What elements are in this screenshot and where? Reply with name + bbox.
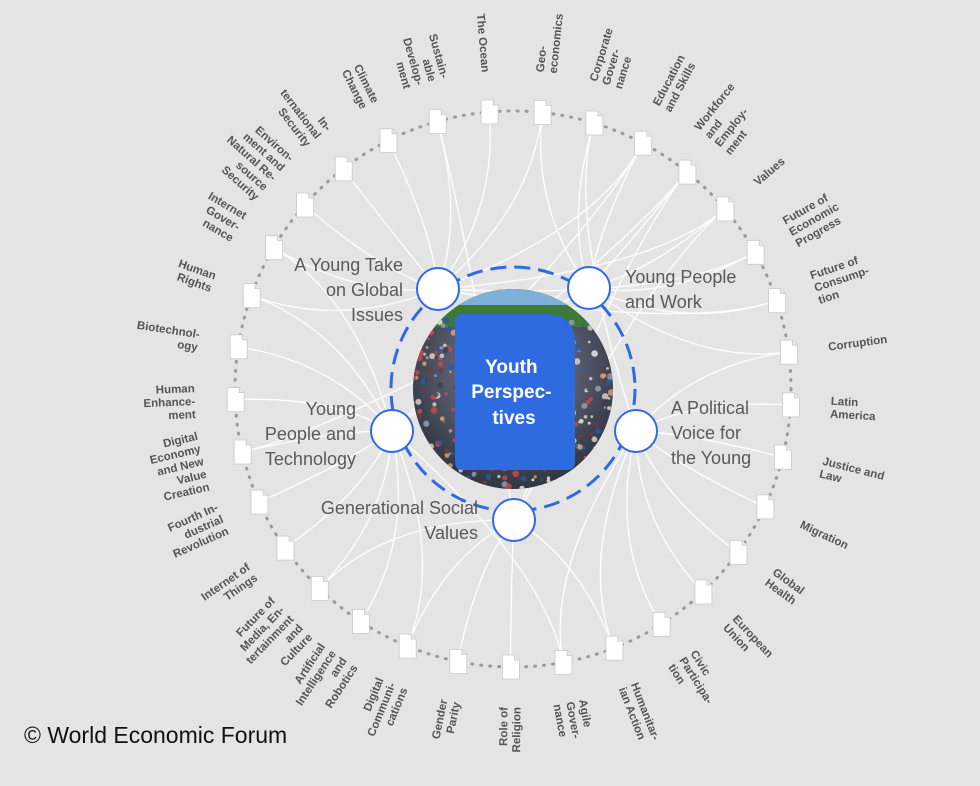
topic-node-icon[interactable] xyxy=(653,612,670,636)
topic-label-line: Values xyxy=(752,156,788,189)
topic-node-icon[interactable] xyxy=(717,197,734,221)
topic-link xyxy=(514,520,614,648)
topic-node-icon[interactable] xyxy=(555,651,572,675)
topic-label[interactable]: CivicParticipa-tion xyxy=(665,649,725,714)
topic-node-icon[interactable] xyxy=(380,129,397,153)
topic-node-icon[interactable] xyxy=(251,490,268,514)
topic-label[interactable]: Environ-ment andNatural Re-sourceSecurit… xyxy=(207,115,296,204)
topic-label[interactable]: Values xyxy=(752,156,788,189)
topic-node-icon[interactable] xyxy=(481,100,498,124)
topic-node-icon[interactable] xyxy=(399,634,416,658)
topic-label-line: Corruption xyxy=(828,334,888,354)
topic-label[interactable]: HumanEnhance-ment xyxy=(143,383,196,423)
topic-node-icon[interactable] xyxy=(353,609,370,633)
topic-node-icon[interactable] xyxy=(243,284,260,308)
topic-label-line: Role of xyxy=(498,707,510,746)
topic-node-icon[interactable] xyxy=(635,131,652,155)
topic-node-icon[interactable] xyxy=(781,340,798,364)
topic-node-icon[interactable] xyxy=(429,110,446,134)
topic-node-icon[interactable] xyxy=(227,388,244,412)
topic-node-icon[interactable] xyxy=(335,157,352,181)
key-issue-node-social[interactable] xyxy=(493,499,535,541)
topic-label[interactable]: LatinAmerica xyxy=(830,396,877,424)
key-issue-node-political[interactable] xyxy=(615,410,657,452)
topic-label-line: Biotechnol- xyxy=(136,320,201,341)
topic-label[interactable]: Geo-economics xyxy=(535,12,566,74)
topic-label[interactable]: Justice andLaw xyxy=(818,456,885,496)
topic-label[interactable]: Migration xyxy=(798,519,850,552)
topic-label[interactable]: DigitalCommuni-cations xyxy=(354,676,411,743)
topic-node-icon[interactable] xyxy=(775,445,792,469)
topic-label-line: Enhance- xyxy=(143,396,195,410)
topic-label[interactable]: Sustain-ableDevelop-ment xyxy=(388,30,450,91)
topic-node-icon[interactable] xyxy=(757,495,774,519)
topic-label[interactable]: Role ofReligion xyxy=(498,707,523,753)
topic-label[interactable]: The Ocean xyxy=(474,13,491,73)
topic-link xyxy=(305,205,438,289)
topic-label[interactable]: Biotechnol-ogy xyxy=(134,320,201,354)
topic-link xyxy=(438,143,643,289)
topic-node-icon[interactable] xyxy=(450,650,467,674)
topic-label-line: Latin xyxy=(830,396,858,410)
topic-label[interactable]: HumanRights xyxy=(172,258,217,295)
topic-node-icon[interactable] xyxy=(266,236,283,260)
topic-node-icon[interactable] xyxy=(311,576,328,600)
topic-label[interactable]: Future ofEconomicProgress xyxy=(781,190,848,250)
topic-label[interactable]: Internet ofThings xyxy=(199,561,260,614)
key-issue-node-work[interactable] xyxy=(568,267,610,309)
topic-label[interactable]: WorkforceandEmploy-ment xyxy=(693,81,768,157)
topic-label-line: Migration xyxy=(798,519,850,552)
topic-label-line: The Ocean xyxy=(474,13,491,73)
topic-label-line: Human xyxy=(156,383,195,396)
key-issue-node-global[interactable] xyxy=(417,268,459,310)
topic-label[interactable]: Humanitar-ian Action xyxy=(616,681,661,747)
topic-label[interactable]: Future ofConsump-tion xyxy=(809,253,875,307)
topic-node-icon[interactable] xyxy=(534,101,551,125)
topic-label[interactable]: GenderParity xyxy=(431,698,464,743)
topic-node-icon[interactable] xyxy=(234,440,251,464)
topic-node-icon[interactable] xyxy=(230,335,247,359)
topic-label-line: America xyxy=(830,409,877,424)
topic-label[interactable]: EuropeanUnion xyxy=(720,613,774,669)
topic-node-icon[interactable] xyxy=(730,540,747,564)
topic-label[interactable]: Corruption xyxy=(828,334,888,354)
topic-label-line: Religion xyxy=(511,707,523,752)
topic-link xyxy=(510,520,514,667)
topic-node-icon[interactable] xyxy=(695,580,712,604)
topic-node-icon[interactable] xyxy=(783,393,800,417)
topic-node-icon[interactable] xyxy=(606,636,623,660)
topic-label[interactable]: AgileGover-nance xyxy=(551,699,595,742)
topic-node-icon[interactable] xyxy=(586,111,603,135)
topic-label[interactable]: ClimateChange xyxy=(339,62,380,111)
topic-node-icon[interactable] xyxy=(679,160,696,184)
topic-label[interactable]: DigitalEconomyand NewValueCreation xyxy=(146,431,212,505)
topic-node-icon[interactable] xyxy=(277,536,294,560)
topic-label[interactable]: InternetGover-nance xyxy=(193,190,249,244)
topic-label-line: ogy xyxy=(176,339,199,354)
copyright-notice: © World Economic Forum xyxy=(24,722,287,749)
topic-node-icon[interactable] xyxy=(502,655,519,679)
topic-link xyxy=(600,431,636,648)
topic-node-icon[interactable] xyxy=(747,240,764,264)
topic-label[interactable]: GlobalHealth xyxy=(762,567,806,608)
key-issue-node-tech[interactable] xyxy=(371,410,413,452)
topic-label-line: ment xyxy=(168,409,196,422)
topic-link xyxy=(627,431,661,624)
topic-link xyxy=(361,431,399,621)
topic-label[interactable]: CorporateGover-nance xyxy=(588,27,640,91)
topic-link xyxy=(636,352,789,431)
topic-label[interactable]: Fourth In-dustrialRevolution xyxy=(161,502,231,561)
topic-label-line: economics xyxy=(548,13,566,74)
topic-label[interactable]: Educationand Skills xyxy=(651,53,699,114)
topic-node-icon[interactable] xyxy=(297,193,314,217)
topic-node-icon[interactable] xyxy=(769,289,786,313)
